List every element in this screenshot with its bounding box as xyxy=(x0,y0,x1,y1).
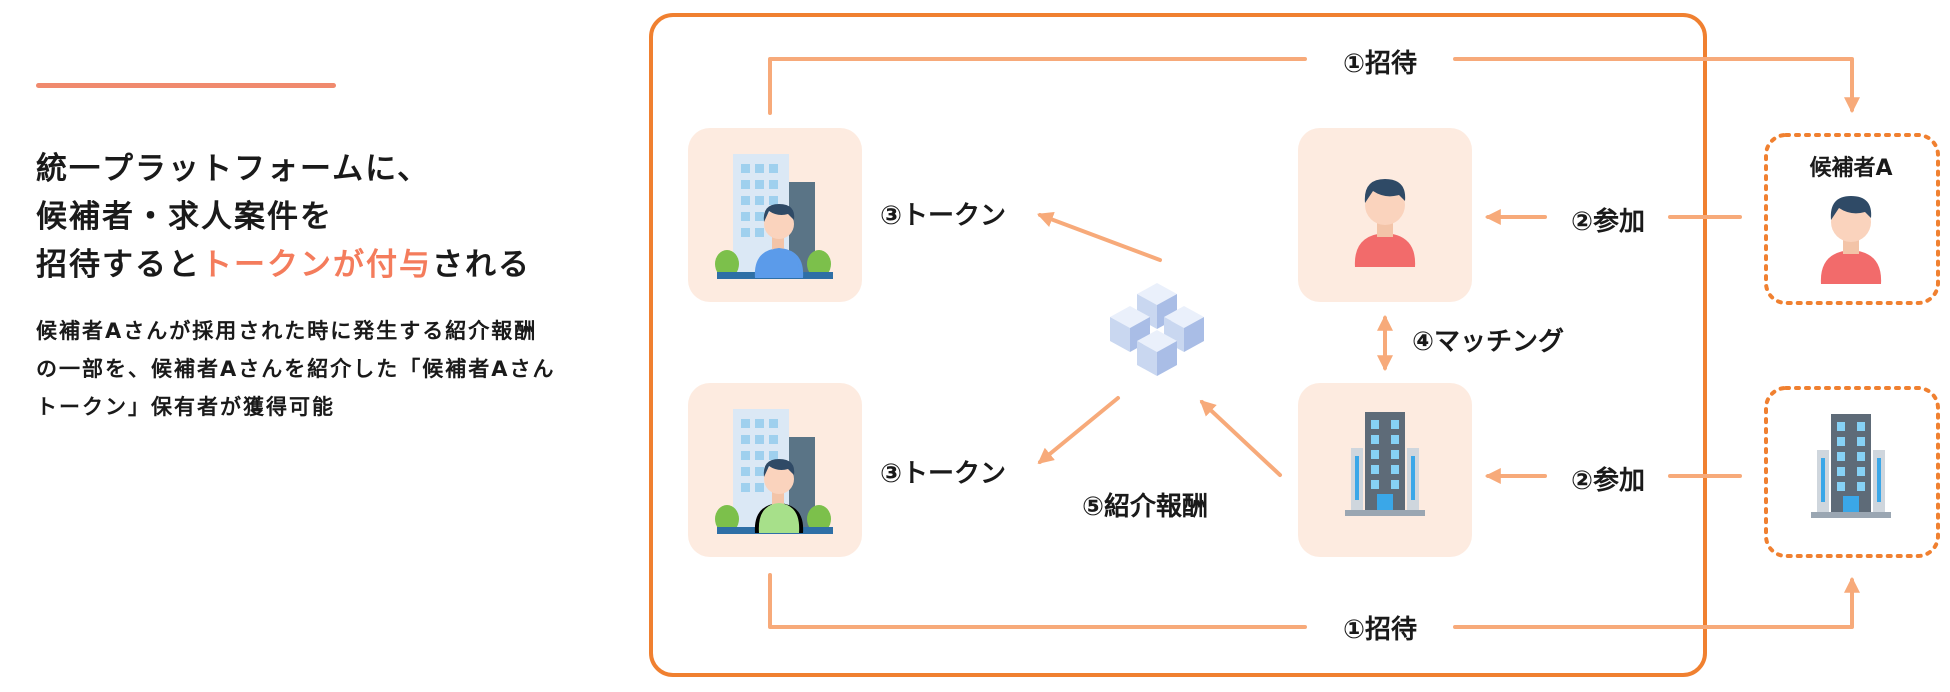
join-bottom-label: ②参加 xyxy=(1571,465,1645,496)
description: 候補者Aさんが採用された時に発生する紹介報酬の一部を、候補者Aさんを紹介した「候… xyxy=(36,319,556,419)
token-top-label: ③トークン xyxy=(880,201,1006,231)
token-bottom-label: ③トークン xyxy=(880,459,1006,489)
candidate-label: 候補者A xyxy=(1809,155,1892,181)
external-job-box xyxy=(1764,386,1940,558)
matching-label: ④マッチング xyxy=(1412,327,1564,357)
office-building-icon xyxy=(1811,414,1891,518)
external-candidate-box xyxy=(1764,133,1940,305)
headline-line-2: 候補者・求人案件を xyxy=(36,199,333,235)
invite-bottom-label: ①招待 xyxy=(1343,615,1417,645)
referral-reward-arrow xyxy=(1199,399,1282,477)
invite-top-arrow xyxy=(1453,57,1860,114)
office-person-blue-icon xyxy=(715,154,833,279)
token-top-arrow xyxy=(1037,212,1162,262)
invite-bottom-arrow xyxy=(1453,576,1860,629)
platform-frame xyxy=(649,13,1707,677)
headline: 統一プラットフォームに、 候補者・求人案件を 招待するとトークンが付与される xyxy=(36,145,616,289)
invite-top-line-left xyxy=(768,57,1307,115)
person-icon xyxy=(1820,196,1882,284)
headline-line-3-prefix: 招待すると xyxy=(36,247,201,283)
accent-bar xyxy=(36,83,336,88)
office-person-green-icon xyxy=(715,409,833,534)
referral-reward-label: ⑤紹介報酬 xyxy=(1082,491,1208,522)
blockchain-cubes-icon xyxy=(1110,283,1204,376)
invite-bottom-line-left xyxy=(768,573,1307,629)
invite-top-label: ①招待 xyxy=(1343,49,1417,79)
headline-highlight: トークンが付与 xyxy=(201,247,432,283)
headline-line-3-suffix: される xyxy=(432,247,531,283)
headline-line-1: 統一プラットフォームに、 xyxy=(36,151,431,187)
token-bottom-arrow xyxy=(1037,396,1120,465)
join-top-label: ②参加 xyxy=(1571,206,1645,237)
